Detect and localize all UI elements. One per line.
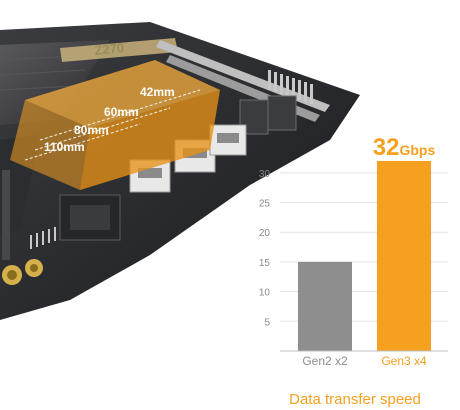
- board-logo-text: Z270: [94, 40, 125, 58]
- chart-bars: [298, 160, 431, 351]
- bar-value-annotation: 32Gbps: [373, 134, 436, 161]
- chart-caption: Data transfer speed: [289, 391, 421, 408]
- m2-label-110mm: 110mm: [44, 140, 85, 154]
- m2-label-42mm: 42mm: [140, 85, 175, 99]
- y-tick-label-10: 10: [259, 288, 271, 299]
- bar-gen3-x4: [377, 160, 431, 351]
- chart-x-labels: Gen2 x2 Gen3 x4: [302, 354, 427, 368]
- y-tick-label-15: 15: [259, 258, 271, 269]
- m2-label-80mm: 80mm: [74, 123, 109, 137]
- y-tick-label-5: 5: [264, 317, 270, 328]
- annotation-value: 32: [373, 134, 400, 161]
- x-label-gen3-x4: Gen3 x4: [381, 354, 427, 368]
- y-tick-label-20: 20: [259, 228, 271, 239]
- x-label-gen2-x2: Gen2 x2: [302, 354, 348, 368]
- bar-gen2-x2: [298, 261, 352, 351]
- y-tick-label-25: 25: [259, 199, 271, 210]
- chart-y-ticks: 5 10 15 20 25 30: [259, 169, 271, 328]
- y-tick-label-30: 30: [259, 169, 271, 180]
- m2-label-60mm: 60mm: [104, 105, 139, 119]
- annotation-unit: Gbps: [399, 142, 435, 158]
